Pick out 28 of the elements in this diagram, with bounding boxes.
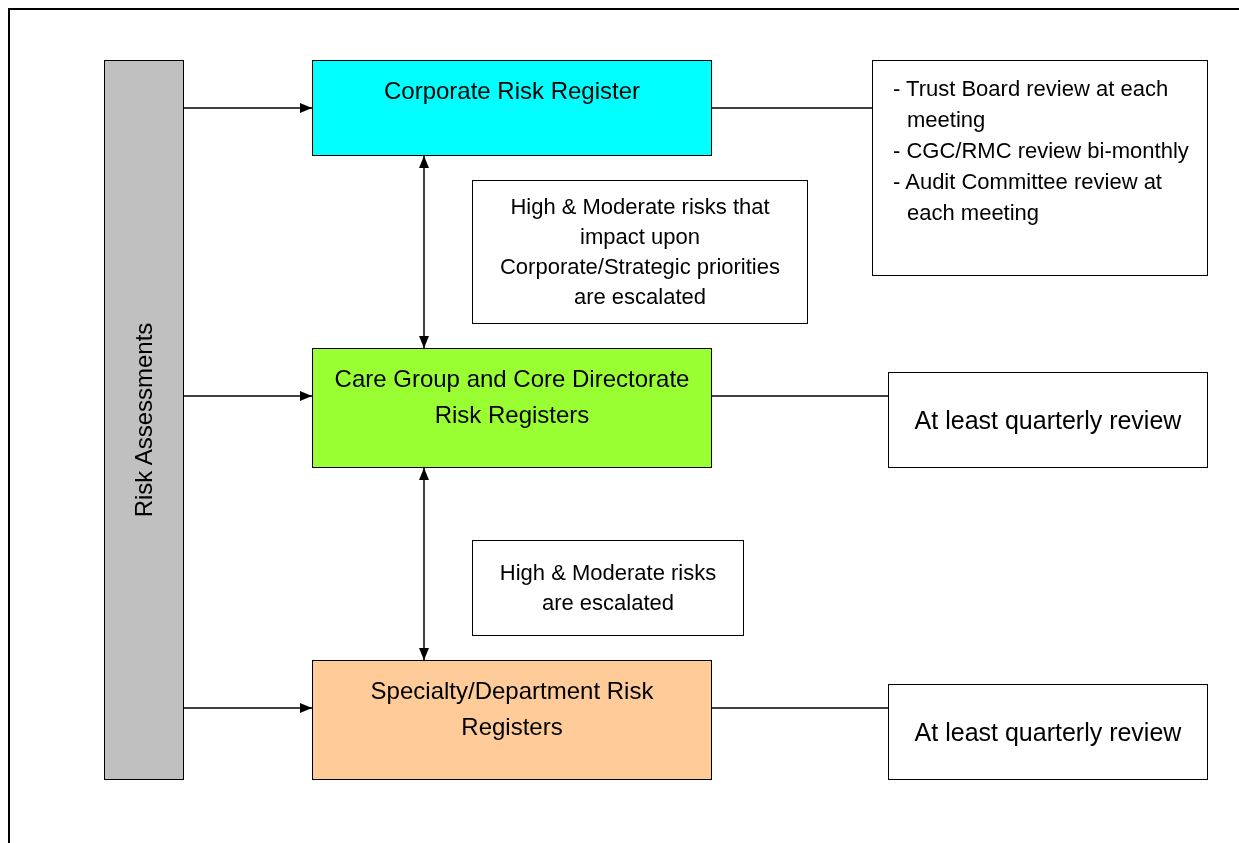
arrow xyxy=(419,467,429,661)
box-label: Corporate Risk Register xyxy=(382,76,642,106)
register-box xyxy=(312,660,712,780)
connector-line xyxy=(711,107,873,109)
arrow xyxy=(183,703,313,713)
box-label: High & Moderate risks are escalated xyxy=(498,559,718,617)
arrow xyxy=(419,155,429,349)
box-label: At least quarterly review xyxy=(913,405,1183,436)
note-box xyxy=(472,540,744,636)
bullet-item: - Trust Board review at each meeting xyxy=(893,75,1170,134)
register-box xyxy=(312,60,712,156)
bullet-item: - CGC/RMC review bi-monthly xyxy=(893,137,1189,165)
connector-line xyxy=(711,707,889,709)
connector-line xyxy=(711,395,889,397)
arrow xyxy=(183,391,313,401)
note-box xyxy=(888,372,1208,468)
risk-assessments-bar xyxy=(104,60,184,780)
note-box xyxy=(888,684,1208,780)
note-box xyxy=(872,60,1208,276)
arrow xyxy=(183,103,313,113)
box-label: At least quarterly review xyxy=(913,717,1183,748)
box-label: High & Moderate risks that impact upon Corporate/Strategic priorities are escalated xyxy=(499,193,781,311)
box-label: Specialty/Department Risk Registers xyxy=(369,676,655,742)
register-box xyxy=(312,348,712,468)
note-box xyxy=(472,180,808,324)
bullet-item: - Audit Committee review at each meeting xyxy=(893,168,1163,227)
box-label: Care Group and Core Directorate Risk Registers xyxy=(333,364,691,430)
box-label: Risk Assessments xyxy=(129,322,158,518)
